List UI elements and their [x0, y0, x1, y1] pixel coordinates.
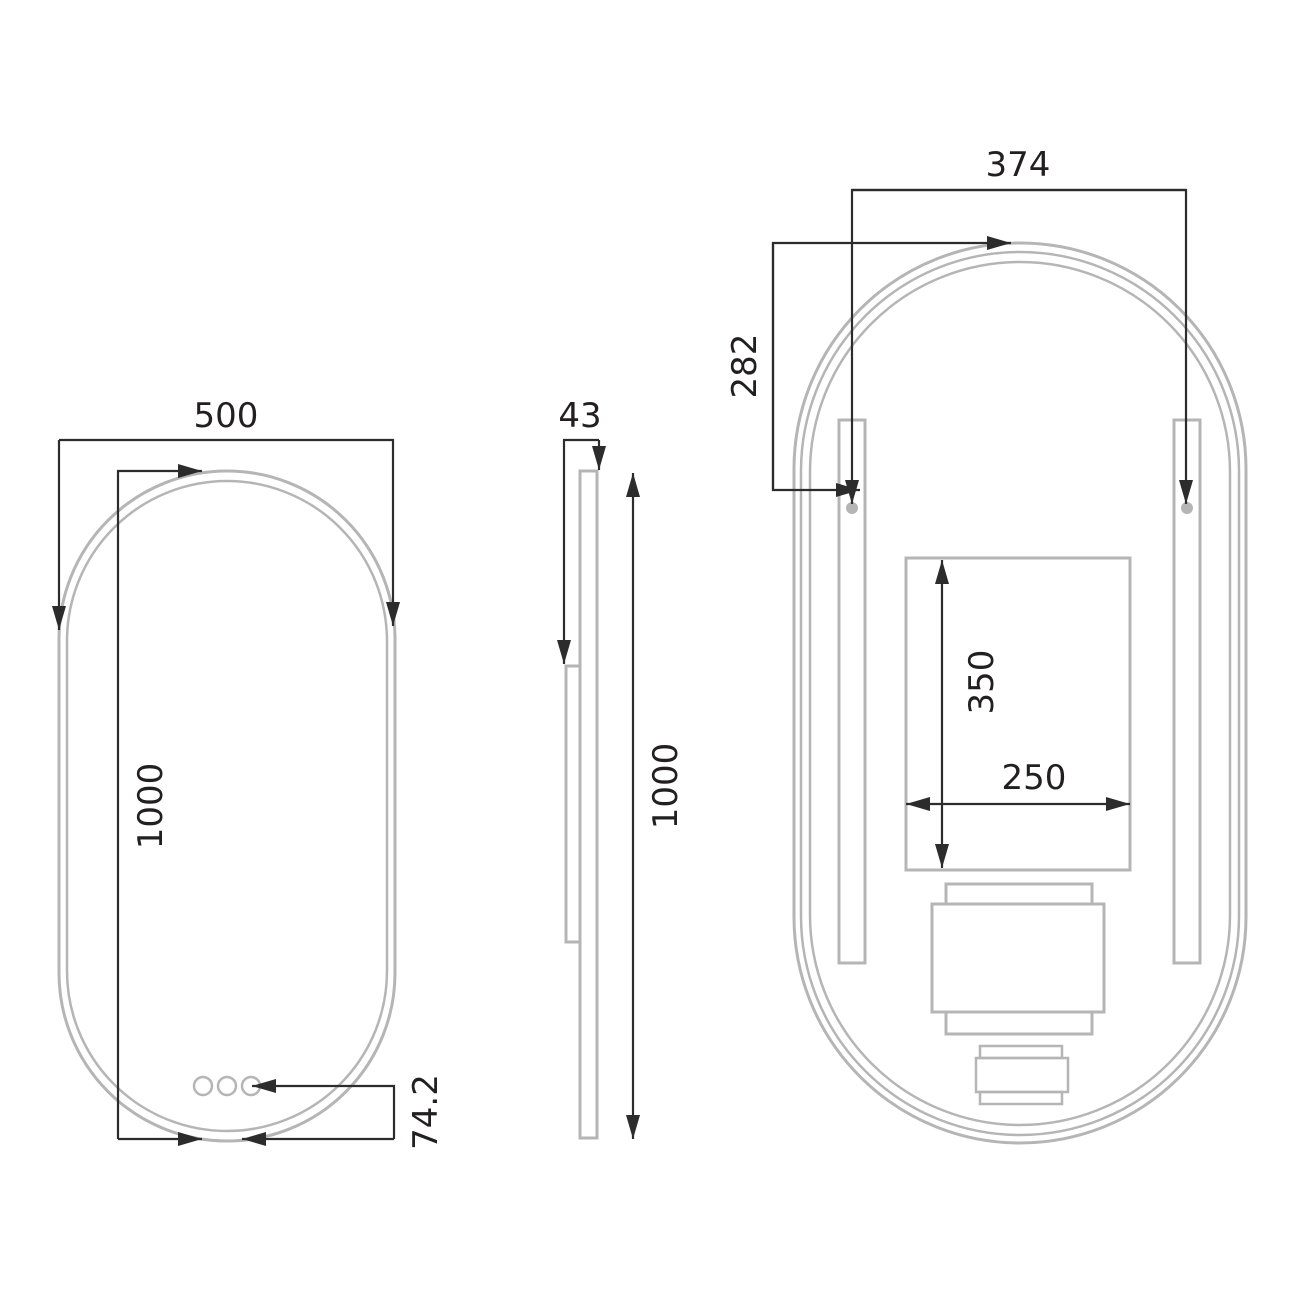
left-mounting-hole	[846, 502, 858, 514]
box-width-label: 250	[1002, 758, 1067, 798]
height-dimension-label: 1000	[131, 763, 171, 850]
width-dimension-label: 500	[194, 396, 259, 436]
depth-dimension-label: 43	[558, 396, 601, 436]
front-view: 500 1000 74.2	[52, 396, 446, 1150]
connector-top	[978, 1044, 1064, 1060]
back-mirror-inner-outline	[808, 260, 1232, 1127]
hole-height-label: 282	[725, 334, 765, 399]
height-dimension-top	[116, 464, 202, 1139]
hole-height-line-top	[771, 236, 1011, 490]
side-backing-panel	[564, 664, 582, 944]
driver-top-cap	[944, 882, 1094, 906]
hole-spacing-line-right	[852, 188, 1193, 504]
front-mirror-inner-outline	[65, 479, 389, 1133]
hole-height-line-bottom	[771, 243, 860, 497]
depth-dimension-return	[557, 438, 599, 664]
box-height-label: 350	[962, 650, 1002, 715]
electrical-box	[904, 556, 1132, 872]
touch-button-2	[216, 1075, 238, 1097]
back-view: 374 282 350 250	[725, 145, 1248, 1145]
touch-button-1	[192, 1075, 214, 1097]
hole-spacing-label: 374	[986, 145, 1051, 185]
button-offset-upper	[252, 1079, 396, 1139]
connector-body	[974, 1056, 1070, 1094]
side-height-dimension-label: 1000	[646, 743, 686, 830]
back-mirror-middle-outline	[799, 250, 1241, 1137]
right-mounting-hole	[1181, 502, 1193, 514]
button-offset-label: 74.2	[406, 1074, 446, 1150]
front-mirror-outer-outline	[57, 469, 397, 1143]
driver-body	[930, 902, 1106, 1014]
side-view: 43 1000	[557, 396, 686, 1140]
width-dimension-line	[59, 438, 400, 626]
driver-bottom-cap	[944, 1010, 1094, 1036]
side-mirror-panel	[578, 469, 599, 1140]
connector-bottom	[978, 1090, 1064, 1106]
back-mirror-outer-outline	[792, 241, 1248, 1145]
hole-spacing-line-left	[845, 188, 1186, 504]
